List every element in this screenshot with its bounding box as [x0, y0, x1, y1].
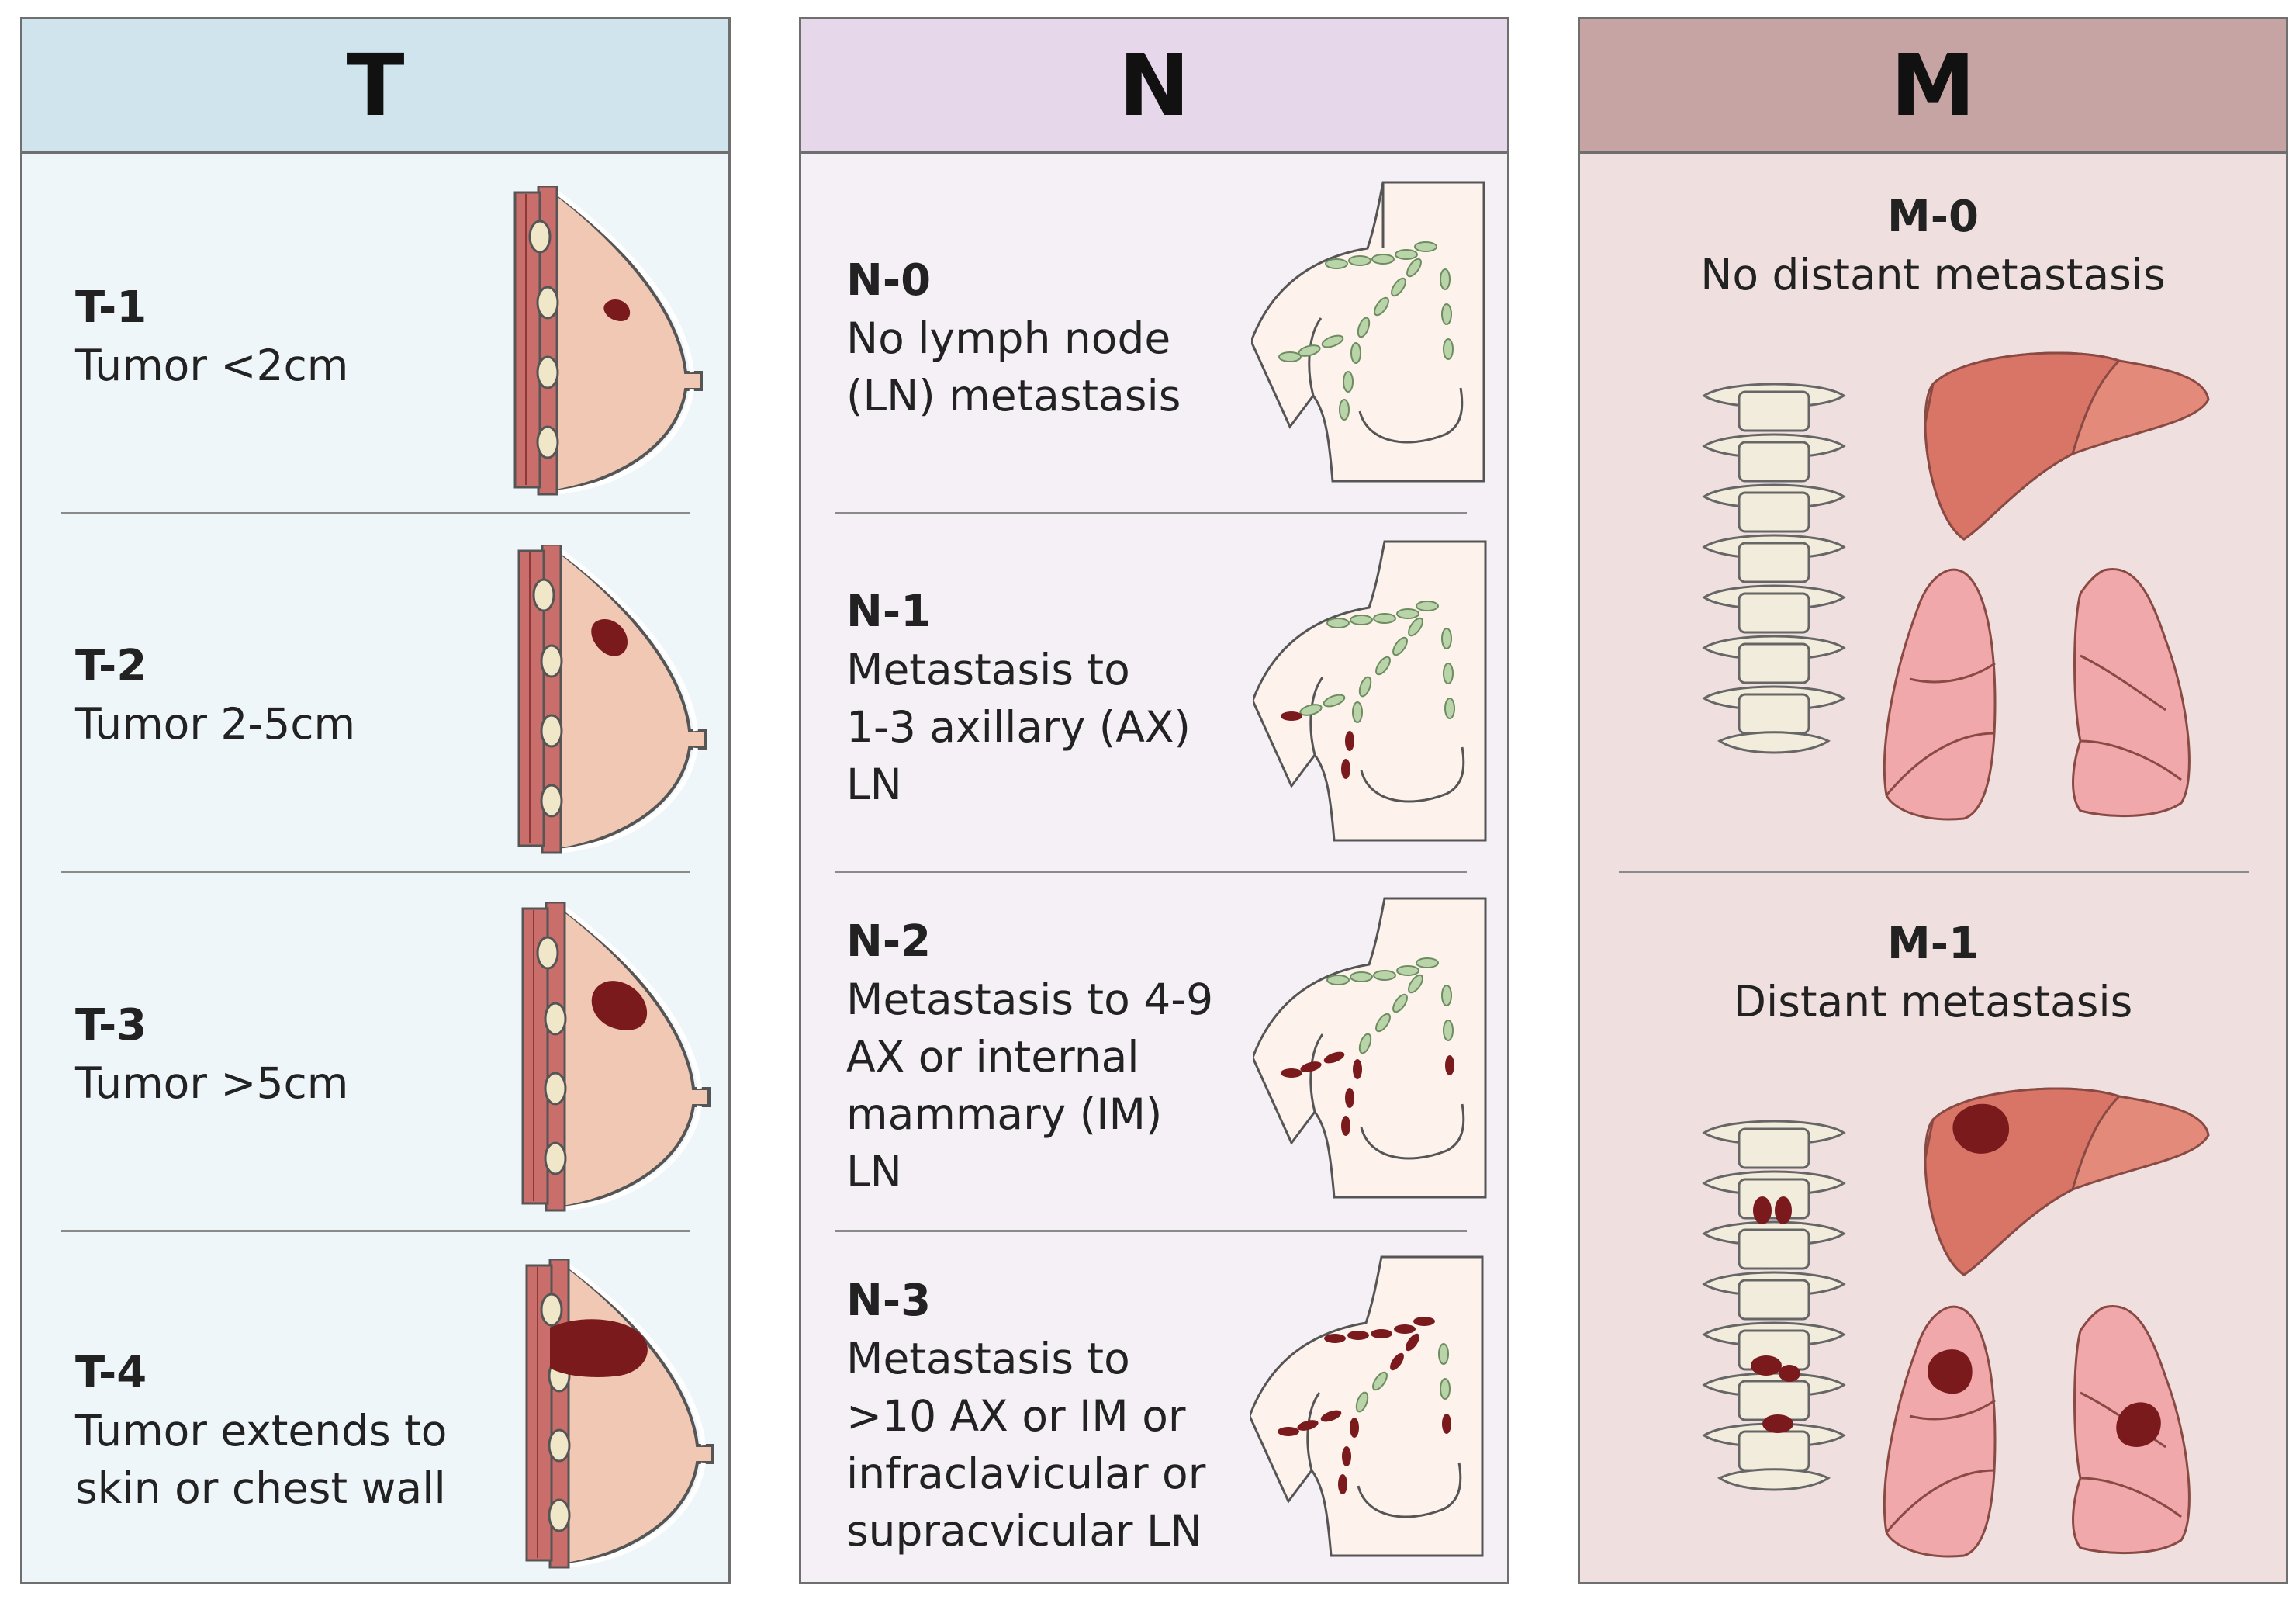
m-header: M [1580, 19, 2286, 154]
t2-desc: Tumor 2-5cm [75, 699, 356, 749]
n1-label: N-1 [846, 587, 932, 637]
n-separator-3 [835, 1230, 1467, 1232]
t-separator-3 [61, 1230, 690, 1232]
n3-desc-line1: Metastasis to [846, 1334, 1130, 1383]
n2-label: N-2 [846, 916, 932, 967]
t4-desc-line1: Tumor extends to [75, 1406, 448, 1456]
chest-n0-illustration [1251, 181, 1485, 483]
n1-desc-line3: LN [846, 760, 902, 809]
n2-desc-line4: LN [846, 1147, 902, 1196]
t1-text: T-1 Tumor <2cm [75, 279, 348, 394]
t-separator-2 [61, 871, 690, 873]
n-header: N [801, 19, 1507, 154]
breast-t3-illustration [521, 902, 711, 1212]
spine-m0-illustration [1702, 383, 1846, 754]
t3-desc: Tumor >5cm [75, 1058, 349, 1108]
n0-label: N-0 [846, 255, 932, 306]
lungs-m0-illustration [1883, 568, 2191, 821]
t-separator-1 [61, 512, 690, 514]
n0-desc-line1: No lymph node [846, 313, 1171, 363]
n1-desc-line1: Metastasis to [846, 645, 1130, 694]
m0-label: M-0 [1887, 192, 1979, 242]
m-column: M M-0 No distant metastasis M-1 Distant … [1578, 17, 2288, 1584]
t1-label: T-1 [75, 282, 147, 333]
t2-label: T-2 [75, 641, 147, 691]
m1-label: M-1 [1887, 919, 1979, 969]
n0-desc-line2: (LN) metastasis [846, 371, 1181, 421]
t4-desc-line2: skin or chest wall [75, 1463, 446, 1513]
t3-text: T-3 Tumor >5cm [75, 997, 348, 1112]
n-separator-1 [835, 512, 1467, 514]
n3-desc-line4: supracvicular LN [846, 1506, 1202, 1556]
n1-desc-line2: 1-3 axillary (AX) [846, 702, 1191, 752]
chest-n2-illustration [1253, 897, 1487, 1199]
n3-desc-line2: >10 AX or IM or [846, 1391, 1186, 1441]
t2-text: T-2 Tumor 2-5cm [75, 638, 355, 753]
n2-desc-line2: AX or internal [846, 1032, 1139, 1082]
lungs-m1-illustration [1883, 1305, 2191, 1558]
n3-label: N-3 [846, 1276, 932, 1326]
n2-desc-line1: Metastasis to 4-9 [846, 975, 1214, 1024]
m1-desc: Distant metastasis [1733, 977, 2133, 1027]
t-column: T T-1 Tumor <2cm T-2 Tumor 2-5cm T-3 Tum… [20, 17, 731, 1584]
t-header: T [22, 19, 728, 154]
spine-m1-illustration [1702, 1120, 1846, 1491]
n1-text: N-1 Metastasis to 1-3 axillary (AX) LN [846, 583, 1191, 813]
m1-text: M-1 Distant metastasis [1580, 916, 2286, 1030]
breast-t1-illustration [513, 186, 703, 496]
m0-text: M-0 No distant metastasis [1580, 189, 2286, 303]
n3-text: N-3 Metastasis to >10 AX or IM or infrac… [846, 1272, 1205, 1560]
n-separator-2 [835, 871, 1467, 873]
n2-text: N-2 Metastasis to 4-9 AX or internal mam… [846, 913, 1213, 1200]
chest-n3-illustration [1250, 1255, 1484, 1557]
n2-desc-line3: mammary (IM) [846, 1089, 1163, 1139]
t4-label: T-4 [75, 1348, 147, 1398]
m0-desc: No distant metastasis [1700, 250, 2166, 299]
breast-t4-illustration [525, 1259, 714, 1569]
n3-desc-line3: infraclavicular or [846, 1449, 1206, 1498]
n0-text: N-0 No lymph node (LN) metastasis [846, 252, 1181, 424]
n-column: N N-0 No lymph node (LN) metastasis N-1 … [799, 17, 1509, 1584]
m-separator-1 [1619, 871, 2249, 873]
t4-text: T-4 Tumor extends to skin or chest wall [75, 1345, 447, 1517]
liver-m1-illustration [1924, 1087, 2210, 1276]
chest-n1-illustration [1253, 540, 1487, 842]
t3-label: T-3 [75, 1000, 147, 1051]
breast-t2-illustration [517, 545, 707, 854]
liver-m0-illustration [1924, 351, 2210, 541]
t1-desc: Tumor <2cm [75, 341, 349, 390]
